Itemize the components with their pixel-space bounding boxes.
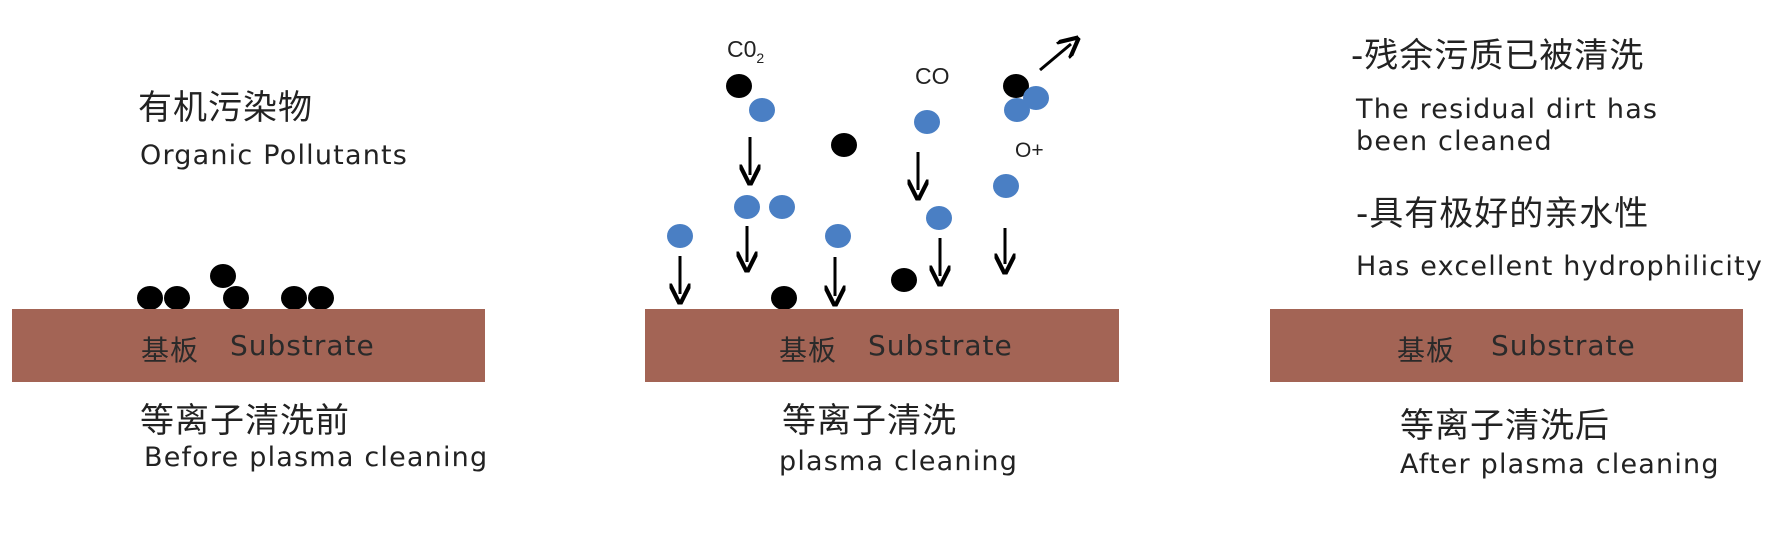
pollutant-particle xyxy=(223,286,249,310)
caption-during-en: plasma cleaning xyxy=(779,446,1019,477)
note-cleaned-en-line2: been cleaned xyxy=(1356,126,1553,157)
substrate-label-cn: 基板 xyxy=(141,334,200,367)
pollutant-particle xyxy=(1003,74,1029,98)
pollutant-particle xyxy=(726,74,752,98)
pollutant-particle xyxy=(210,264,236,288)
substrate-after: 基板 Substrate xyxy=(1270,309,1743,382)
substrate-label-en: Substrate xyxy=(868,329,1013,362)
substrate-label-en: Substrate xyxy=(230,329,375,362)
caption-after-cn: 等离子清洗后 xyxy=(1400,406,1610,446)
caption-before-cn: 等离子清洗前 xyxy=(140,401,350,441)
pollutant-particle xyxy=(281,286,307,310)
oxygen-particle xyxy=(749,98,775,122)
oxygen-particle xyxy=(914,110,940,134)
caption-during-cn: 等离子清洗 xyxy=(782,401,957,441)
caption-after-en: After plasma cleaning xyxy=(1400,449,1720,480)
pollutant-title-cn: 有机污染物 xyxy=(138,88,313,128)
substrate-label-en: Substrate xyxy=(1491,329,1636,362)
plasma-reaction-diagram: C02 CO O+ xyxy=(667,0,1120,310)
up-right-arrow-icon xyxy=(1039,44,1071,72)
pollutant-particle xyxy=(308,286,334,310)
pollutant-particle xyxy=(137,286,163,310)
oxygen-particle xyxy=(825,224,851,248)
oxygen-particle xyxy=(769,195,795,219)
substrate-before: 基板 Substrate xyxy=(12,309,485,382)
substrate-during: 基板 Substrate xyxy=(645,309,1119,382)
oplus-label: O+ xyxy=(1015,139,1044,162)
pollutant-particle xyxy=(831,133,857,157)
note-hydrophilic-en: Has excellent hydrophilicity xyxy=(1356,251,1764,282)
oxygen-particle xyxy=(1004,98,1030,122)
oxygen-particle xyxy=(926,206,952,230)
note-cleaned-cn: -残余污质已被清洗 xyxy=(1351,36,1645,76)
pollutant-particle xyxy=(891,268,917,292)
pollutant-title-en: Organic Pollutants xyxy=(140,140,409,171)
substrate-label-cn: 基板 xyxy=(779,334,838,367)
substrate-label-cn: 基板 xyxy=(1397,334,1456,367)
note-hydrophilic-cn: -具有极好的亲水性 xyxy=(1356,194,1650,234)
oxygen-particle xyxy=(667,224,693,248)
pollutant-particle xyxy=(771,286,797,310)
note-cleaned-en-line1: The residual dirt has xyxy=(1356,94,1659,125)
co-label: CO xyxy=(915,63,950,89)
pollutant-particle xyxy=(164,286,190,310)
co2-label: C02 xyxy=(727,36,764,66)
pollutant-particles xyxy=(137,264,334,310)
oxygen-particle xyxy=(1023,86,1049,110)
caption-before-en: Before plasma cleaning xyxy=(144,442,489,473)
oxygen-particle xyxy=(993,174,1019,198)
oxygen-particle xyxy=(734,195,760,219)
